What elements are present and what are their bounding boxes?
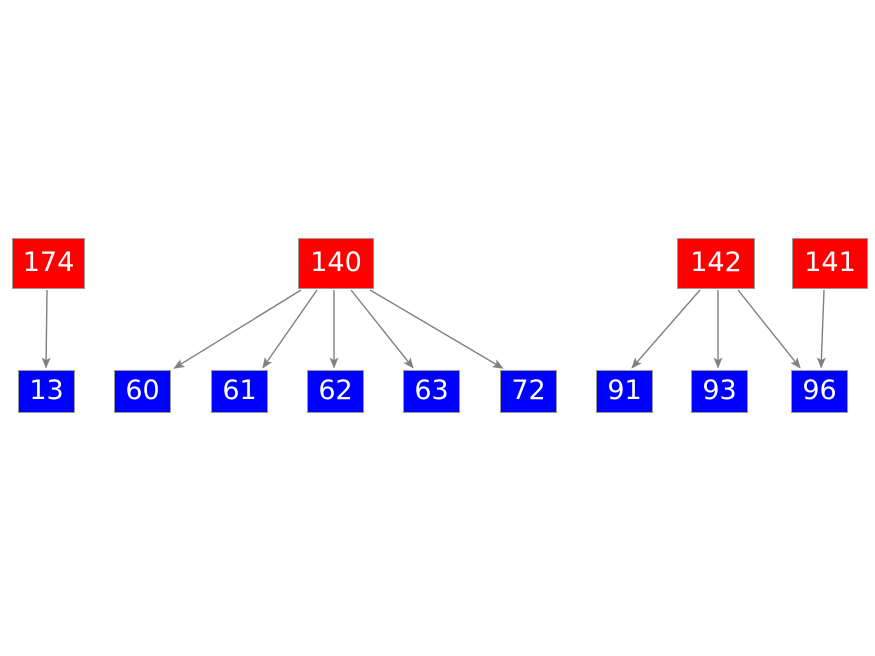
target-node-13[interactable]: 13 (18, 370, 75, 413)
node-label: 60 (125, 375, 160, 406)
edge (369, 289, 504, 369)
edge (350, 289, 414, 369)
node-label: 142 (690, 247, 742, 278)
node-label: 63 (414, 375, 449, 406)
edge (173, 289, 302, 369)
target-node-60[interactable]: 60 (114, 370, 171, 413)
node-label: 13 (29, 375, 64, 406)
node-label: 96 (802, 375, 837, 406)
node-label: 61 (222, 375, 257, 406)
node-label: 140 (310, 247, 362, 278)
target-node-96[interactable]: 96 (791, 370, 848, 413)
source-node-142[interactable]: 142 (677, 238, 755, 289)
target-node-91[interactable]: 91 (596, 370, 653, 413)
target-node-93[interactable]: 93 (691, 370, 748, 413)
node-label: 62 (318, 375, 353, 406)
edge (262, 289, 318, 369)
edge (41, 289, 51, 369)
node-label: 93 (702, 375, 737, 406)
node-label: 141 (804, 247, 856, 278)
source-node-141[interactable]: 141 (792, 238, 868, 289)
node-label: 91 (607, 375, 642, 406)
edge (737, 289, 801, 369)
edge (631, 289, 701, 369)
target-node-61[interactable]: 61 (211, 370, 268, 413)
edge (816, 289, 826, 369)
target-node-62[interactable]: 62 (307, 370, 364, 413)
node-label: 72 (511, 375, 546, 406)
target-node-72[interactable]: 72 (500, 370, 557, 413)
edge-group (41, 289, 826, 369)
source-node-174[interactable]: 174 (12, 238, 85, 289)
target-node-63[interactable]: 63 (403, 370, 460, 413)
source-node-140[interactable]: 140 (298, 238, 374, 289)
node-label: 174 (22, 247, 75, 278)
